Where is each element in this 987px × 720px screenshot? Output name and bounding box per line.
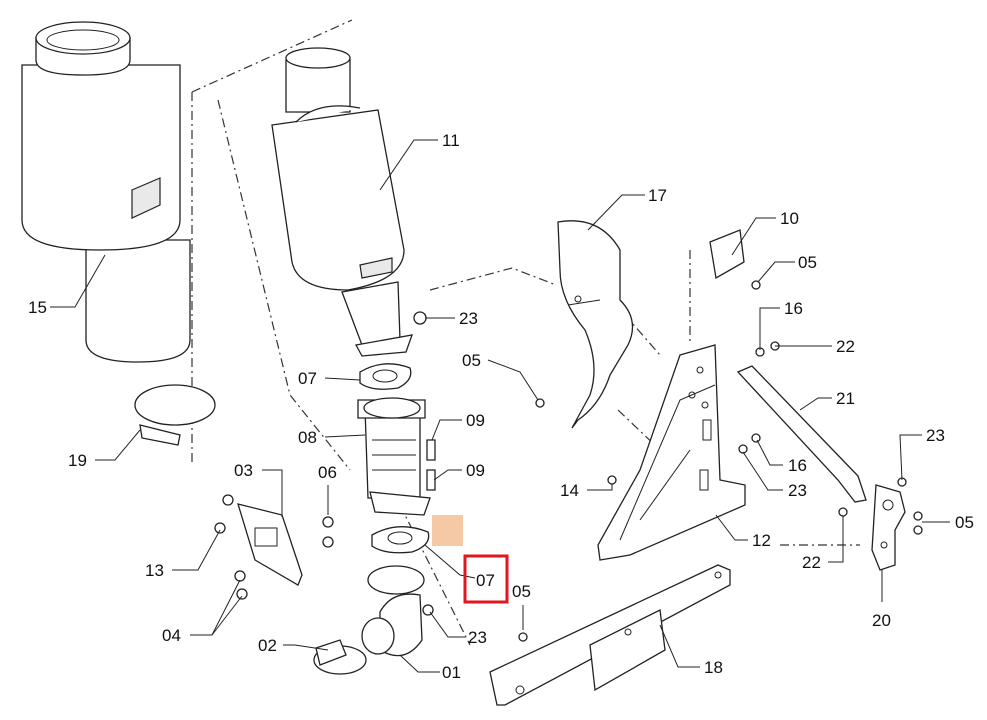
- heat-shield-part-17[interactable]: [557, 220, 634, 429]
- callout-19[interactable]: 19: [68, 451, 87, 470]
- callout-11[interactable]: 11: [442, 131, 460, 150]
- callout-06[interactable]: 06: [318, 463, 337, 482]
- callout-22[interactable]: 22: [802, 553, 821, 572]
- strap-part-21[interactable]: [736, 365, 867, 503]
- clamp-part-19[interactable]: [134, 384, 216, 446]
- callout-02[interactable]: 02: [258, 636, 277, 655]
- callout-03[interactable]: 03: [234, 461, 253, 480]
- highlight-box: [463, 554, 509, 604]
- callout-14[interactable]: 14: [560, 481, 579, 500]
- muffler-part-15[interactable]: [21, 21, 191, 363]
- callout-21[interactable]: 21: [836, 389, 855, 408]
- callout-05[interactable]: 05: [512, 582, 531, 601]
- elbow-pipe-part-01[interactable]: [361, 565, 425, 657]
- clamp-part-02[interactable]: [313, 639, 367, 675]
- callout-05[interactable]: 05: [798, 253, 817, 272]
- highlight-marker: [432, 515, 463, 546]
- callout-16[interactable]: 16: [784, 299, 803, 318]
- gasket-part-07-upper[interactable]: [359, 363, 412, 390]
- bracket-part-03[interactable]: [237, 503, 303, 586]
- callout-12[interactable]: 12: [752, 531, 771, 550]
- gasket-part-07-lower[interactable]: [371, 526, 430, 554]
- callout-08[interactable]: 08: [298, 428, 317, 447]
- callout-17[interactable]: 17: [648, 186, 667, 205]
- callout-09[interactable]: 09: [466, 461, 485, 480]
- callout-23[interactable]: 23: [468, 628, 487, 647]
- callout-07-highlighted[interactable]: 07: [476, 571, 495, 590]
- callout-23[interactable]: 23: [788, 481, 807, 500]
- callout-22[interactable]: 22: [836, 337, 855, 356]
- callout-07[interactable]: 07: [298, 369, 317, 388]
- callout-23[interactable]: 23: [459, 309, 478, 328]
- bracket-part-20[interactable]: [871, 484, 906, 571]
- callout-18[interactable]: 18: [704, 658, 723, 677]
- callout-04[interactable]: 04: [162, 626, 181, 645]
- callout-05[interactable]: 05: [955, 513, 974, 532]
- callout-01[interactable]: 01: [442, 663, 461, 682]
- skid-plate-part-18[interactable]: [489, 564, 731, 706]
- callout-labels: 11 15 17 10 05 23 05 16 22 07 21 09 08 1…: [28, 131, 974, 682]
- callout-09[interactable]: 09: [466, 411, 485, 430]
- bracket-part-12[interactable]: [597, 344, 746, 561]
- callout-20[interactable]: 20: [872, 611, 891, 630]
- callout-13[interactable]: 13: [145, 561, 164, 580]
- callout-05[interactable]: 05: [462, 351, 481, 370]
- callout-15[interactable]: 15: [28, 298, 47, 317]
- flex-pipe-part-08[interactable]: [357, 397, 431, 516]
- callout-23[interactable]: 23: [926, 426, 945, 445]
- leader-lines: [50, 139, 950, 673]
- callout-16[interactable]: 16: [788, 456, 807, 475]
- callout-10[interactable]: 10: [780, 209, 799, 228]
- muffler-part-11[interactable]: [271, 47, 413, 357]
